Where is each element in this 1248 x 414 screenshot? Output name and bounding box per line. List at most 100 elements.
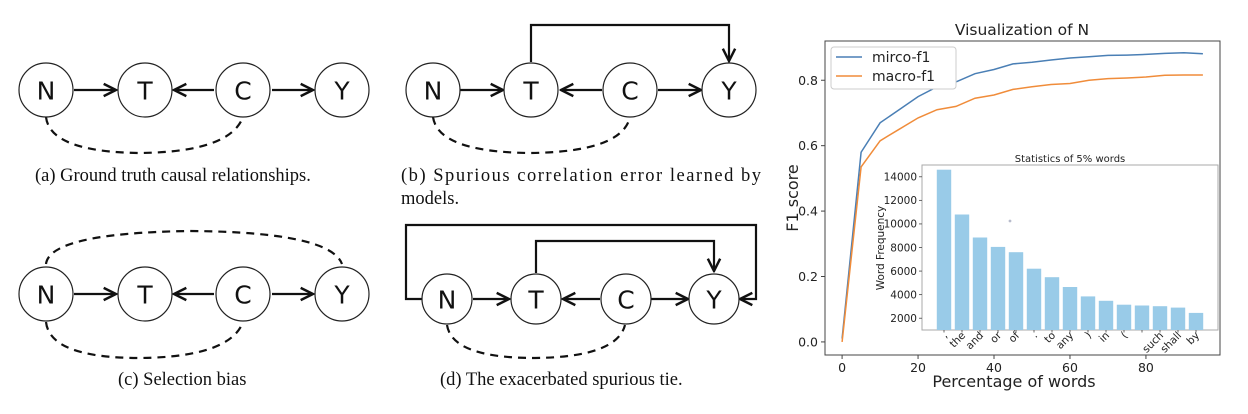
dashed-edge-n-c <box>44 116 245 155</box>
inset-x-tick-label: in <box>1097 330 1112 345</box>
inset-x-tick-label: . <box>1029 330 1040 341</box>
inset-x-tick-label: and <box>964 330 986 352</box>
inset-x-tick-label: shall <box>1158 330 1184 356</box>
y-axis-label: F1 score <box>783 164 802 231</box>
legend-box <box>830 46 957 90</box>
inset-y-tick-label: 10000 <box>884 219 917 231</box>
node-t: T <box>117 266 173 322</box>
inset-x-tick-label: any <box>1054 330 1076 352</box>
svg-text:Y: Y <box>333 281 350 310</box>
node-y: Y <box>688 273 740 325</box>
svg-text:Y: Y <box>720 77 737 106</box>
bar-or <box>990 246 1006 330</box>
inset-x-tick-label: , <box>939 330 950 341</box>
bar-the <box>954 214 970 330</box>
inset-y-tick-label: 6000 <box>890 266 917 278</box>
caption-c: (c) Selection bias <box>118 370 246 390</box>
bar-blank <box>1134 305 1150 330</box>
node-y: Y <box>314 62 370 118</box>
inset-x-tick-label: of <box>1006 329 1022 345</box>
inset-y-tick-label: 12000 <box>884 195 917 207</box>
svg-text:N: N <box>37 77 56 106</box>
svg-text:Y: Y <box>333 77 350 106</box>
dashed-edge-n-y <box>44 229 344 265</box>
caption-d: (d) The exacerbated spurious tie. <box>440 370 683 390</box>
y-tick-label: 0.4 <box>798 204 818 219</box>
inset-x-tick-label: the <box>947 330 968 351</box>
bar-( <box>1116 304 1132 330</box>
svg-text:T: T <box>522 77 539 106</box>
dashed-edge-n-c <box>445 324 627 360</box>
caption-b-line1: (b) Spurious correlation error learned b… <box>401 166 762 186</box>
node-n: N <box>421 273 473 325</box>
x-axis-label: Percentage of words <box>932 372 1095 391</box>
bar-to <box>1044 277 1060 330</box>
diagram-d: N T C Y (d) The exacerbated spurious tie… <box>404 223 758 390</box>
node-c: C <box>215 266 271 322</box>
diagram-a: N T C Y (a) Ground truth causal relation… <box>18 62 370 186</box>
bar-and <box>972 237 988 330</box>
edge-t-y-top <box>534 239 714 273</box>
svg-text:Y: Y <box>705 286 722 315</box>
svg-text:C: C <box>234 77 251 106</box>
inset-x-tick-label: ) <box>1083 330 1094 341</box>
plot-frame <box>824 40 1221 356</box>
node-n: N <box>18 266 74 322</box>
bar-in <box>1098 300 1114 330</box>
inset-y-tick-label: 2000 <box>890 313 917 325</box>
diagram-c: N T C Y (c) Selection bias <box>18 229 370 390</box>
node-y: Y <box>701 62 757 118</box>
inset-x-tick-label: or <box>988 329 1005 346</box>
x-tick-label: 20 <box>910 360 926 375</box>
bar-any <box>1062 287 1078 330</box>
dashed-edge-n-c <box>44 321 245 360</box>
legend-label-mirco-f1: mirco-f1 <box>872 50 930 66</box>
inset-y-tick-label: 8000 <box>890 242 917 254</box>
svg-text:T: T <box>136 77 153 106</box>
inset-x-tick-label: ( <box>1119 330 1130 341</box>
edge-n-y-around <box>404 223 758 299</box>
stray-dot <box>1008 219 1012 223</box>
inset-y-tick-label: 4000 <box>890 289 917 301</box>
x-tick-label: 40 <box>986 360 1002 375</box>
diagram-b: N T C Y (b) Spurious correlation error l… <box>401 23 762 209</box>
legend-label-macro-f1: macro-f1 <box>872 69 935 85</box>
legend: mirco-f1 macro-f1 <box>830 46 957 90</box>
node-n: N <box>18 62 74 118</box>
y-tick-label: 0.2 <box>798 269 818 284</box>
svg-text:N: N <box>37 281 56 310</box>
svg-text:T: T <box>527 286 544 315</box>
series-line-macro-f1 <box>841 74 1203 342</box>
inset-title: Statistics of 5% words <box>1015 154 1126 165</box>
node-t: T <box>117 62 173 118</box>
node-y: Y <box>314 266 370 322</box>
svg-text:T: T <box>136 281 153 310</box>
bar-by <box>1188 312 1204 330</box>
bar-) <box>1080 296 1096 330</box>
y-tick-label: 0.0 <box>798 334 818 349</box>
bar-, <box>936 169 952 330</box>
node-t: T <box>510 273 562 325</box>
bar-such <box>1152 306 1168 330</box>
svg-text:C: C <box>234 281 251 310</box>
node-t: T <box>503 62 559 118</box>
x-tick-label: 60 <box>1062 360 1078 375</box>
caption-a: (a) Ground truth causal relationships. <box>35 166 311 186</box>
svg-text:C: C <box>621 77 638 106</box>
node-c: C <box>602 62 658 118</box>
edge-t-y-top <box>529 23 729 62</box>
series-line-mirco-f1 <box>841 52 1203 339</box>
word-frequency-inset-chart: Statistics of 5% words Word Frequency 20… <box>875 154 1219 356</box>
node-n: N <box>405 62 461 118</box>
x-tick-label: 0 <box>838 360 846 375</box>
svg-text:N: N <box>424 77 443 106</box>
caption-b-line2: models. <box>401 189 459 209</box>
bar-shall <box>1170 307 1186 330</box>
svg-text:C: C <box>617 286 634 315</box>
inset-x-tick-label: by <box>1185 330 1203 348</box>
node-c: C <box>600 273 652 325</box>
chart-title: Visualization of N <box>955 21 1089 39</box>
x-tick-label: 80 <box>1138 360 1154 375</box>
